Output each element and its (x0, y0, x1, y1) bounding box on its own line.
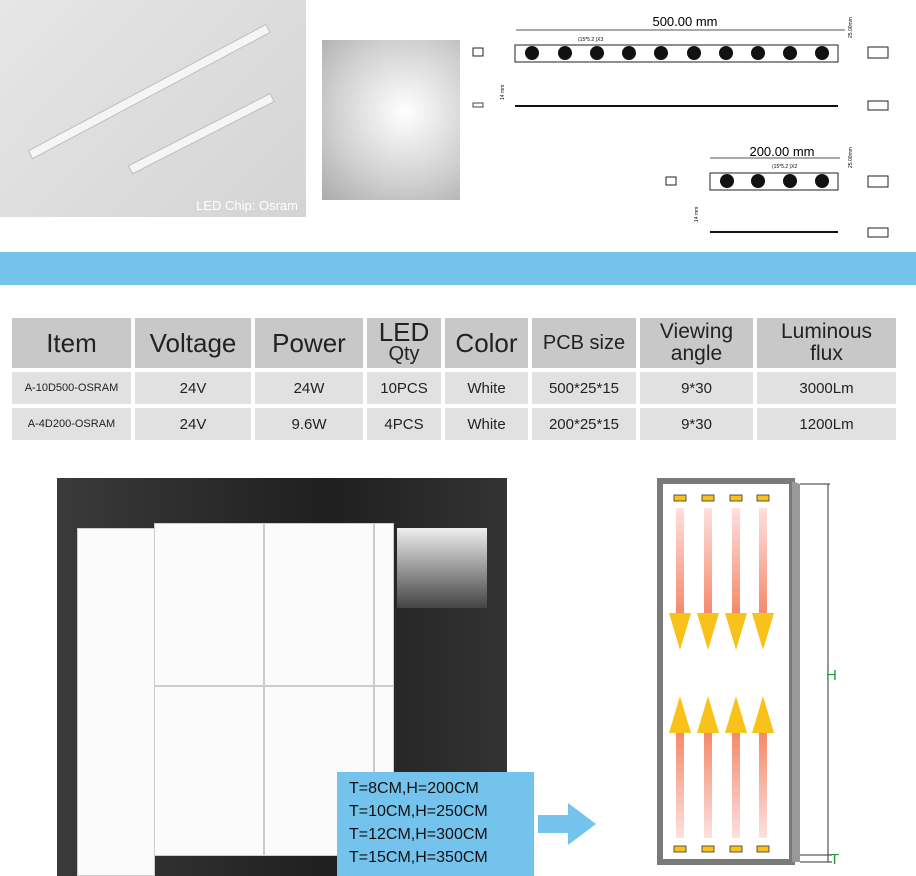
hole-note: (15*5.2 )X2 (772, 164, 798, 170)
spec-line: T=8CM,H=200CM (349, 780, 479, 797)
width-label: 25.00mm (848, 147, 854, 168)
length-label: 200.00 mm (749, 144, 814, 159)
header-angle: angle (670, 342, 723, 365)
lightbox-panel (154, 686, 264, 856)
length-label: 500.00 mm (652, 14, 717, 29)
spec-line: T=12CM,H=300CM (349, 826, 488, 843)
lightbox-panel (374, 523, 394, 686)
header-viewing: Viewing (659, 320, 734, 343)
cell-color: White (445, 408, 528, 440)
height-label: 14 mm (694, 207, 700, 222)
header-flux: flux (810, 342, 843, 365)
led-strip-long (27, 23, 271, 160)
cell-viewing-angle: 9*30 (640, 372, 753, 404)
cell-luminous-flux: 1200Lm (757, 408, 896, 440)
lightbox-section-diagram: H T (657, 478, 839, 868)
size-spec-box: T=8CM,H=200CM T=10CM,H=250CM T=12CM,H=30… (337, 772, 534, 876)
technical-drawings: 500.00 mm (15*5.2 )X3 25.00mm 14 mm 200.… (472, 14, 889, 238)
cell-voltage: 24V (135, 372, 251, 404)
hole-note: (15*5.2 )X3 (578, 37, 604, 43)
cell-pcb-size: 500*25*15 (532, 372, 636, 404)
cell-luminous-flux: 3000Lm (757, 372, 896, 404)
led-module-photo: LED Chip: Osram (0, 0, 306, 217)
thickness-label: T (830, 851, 839, 868)
cell-voltage: 24V (135, 408, 251, 440)
upward-light-arrows (669, 696, 774, 838)
header-led: LED (378, 317, 430, 347)
lens-closeup-photo (322, 40, 460, 200)
cell-pcb-size: 200*25*15 (532, 408, 636, 440)
cell-power: 24W (255, 372, 363, 404)
lightbox-panel (77, 528, 155, 876)
lightbox-panel (154, 523, 264, 686)
lightbox-panel (264, 523, 374, 686)
header-power: Power (255, 318, 363, 368)
cell-item: A-10D500-OSRAM (12, 372, 131, 404)
header-item: Item (12, 318, 131, 368)
downward-light-arrows (669, 508, 774, 650)
cell-led-qty: 10PCS (367, 372, 441, 404)
arrow-right-icon (538, 803, 596, 845)
led-strip-short (127, 92, 275, 175)
cell-viewing-angle: 9*30 (640, 408, 753, 440)
short-module-top-view: 200.00 mm (15*5.2 )X2 25.00mm 14 mm (665, 144, 889, 238)
long-module-top-view: 500.00 mm (15*5.2 )X3 25.00mm 14 mm (472, 14, 889, 111)
header-color: Color (445, 318, 528, 368)
header-voltage: Voltage (135, 318, 251, 368)
header-luminous: Luminous (780, 320, 873, 343)
led-chips (673, 494, 770, 853)
header-qty: Qty (388, 343, 420, 365)
section-divider-band (0, 252, 916, 285)
cell-power: 9.6W (255, 408, 363, 440)
spec-line: T=10CM,H=250CM (349, 803, 488, 820)
cell-color: White (445, 372, 528, 404)
cell-led-qty: 4PCS (367, 408, 441, 440)
spec-line: T=15CM,H=350CM (349, 849, 488, 866)
height-label: 14 mm (500, 85, 506, 100)
height-label: H (826, 667, 837, 684)
width-label: 25.00mm (848, 17, 854, 38)
table-row: A-4D200-OSRAM 24V 9.6W 4PCS White 200*25… (12, 408, 896, 440)
cell-item: A-4D200-OSRAM (12, 408, 131, 440)
photo-caption: LED Chip: Osram (196, 198, 298, 213)
light-glow (397, 528, 487, 608)
header-pcb-size: PCB size (532, 318, 636, 368)
table-row: A-10D500-OSRAM 24V 24W 10PCS White 500*2… (12, 372, 896, 404)
